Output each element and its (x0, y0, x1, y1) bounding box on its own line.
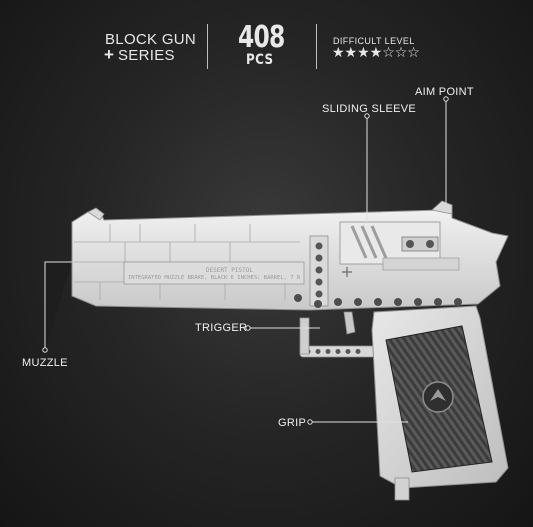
plus-icon: + (104, 45, 114, 64)
difficulty-label: DIFFICULT LEVEL (333, 36, 415, 46)
safety-icon (342, 267, 352, 277)
series-title-line1: BLOCK GUN (105, 31, 197, 48)
divider-left (207, 24, 208, 69)
gun-grip (371, 305, 509, 501)
slide-serrations (350, 225, 388, 259)
callout-grip: GRIP (278, 417, 307, 429)
trigger-guard (299, 311, 376, 358)
engraving-detail: INTEGRATED MUZZLE BRAKE, BLACK 6 INCHES;… (128, 275, 301, 281)
callout-aim-point: AIM POINT (415, 86, 474, 98)
gun-slide (71, 200, 509, 311)
divider-right (316, 24, 317, 69)
callout-trigger: TRIGGER (195, 322, 248, 334)
callout-muzzle: MUZZLE (22, 357, 68, 369)
pieces-unit: PCS (246, 52, 274, 68)
difficulty-stars: ★★★★☆☆☆ (332, 45, 420, 61)
series-title-line2: SERIES (118, 47, 175, 64)
callout-sliding-sleeve: SLIDING SLEEVE (322, 103, 417, 115)
callout-lines (42, 96, 449, 425)
technic-beam (309, 235, 329, 307)
pieces-count: 408 (238, 20, 285, 55)
trigger-blade (343, 311, 356, 335)
frame-holes (294, 294, 462, 308)
engraving-title: DESERT PISTOL (206, 267, 253, 274)
